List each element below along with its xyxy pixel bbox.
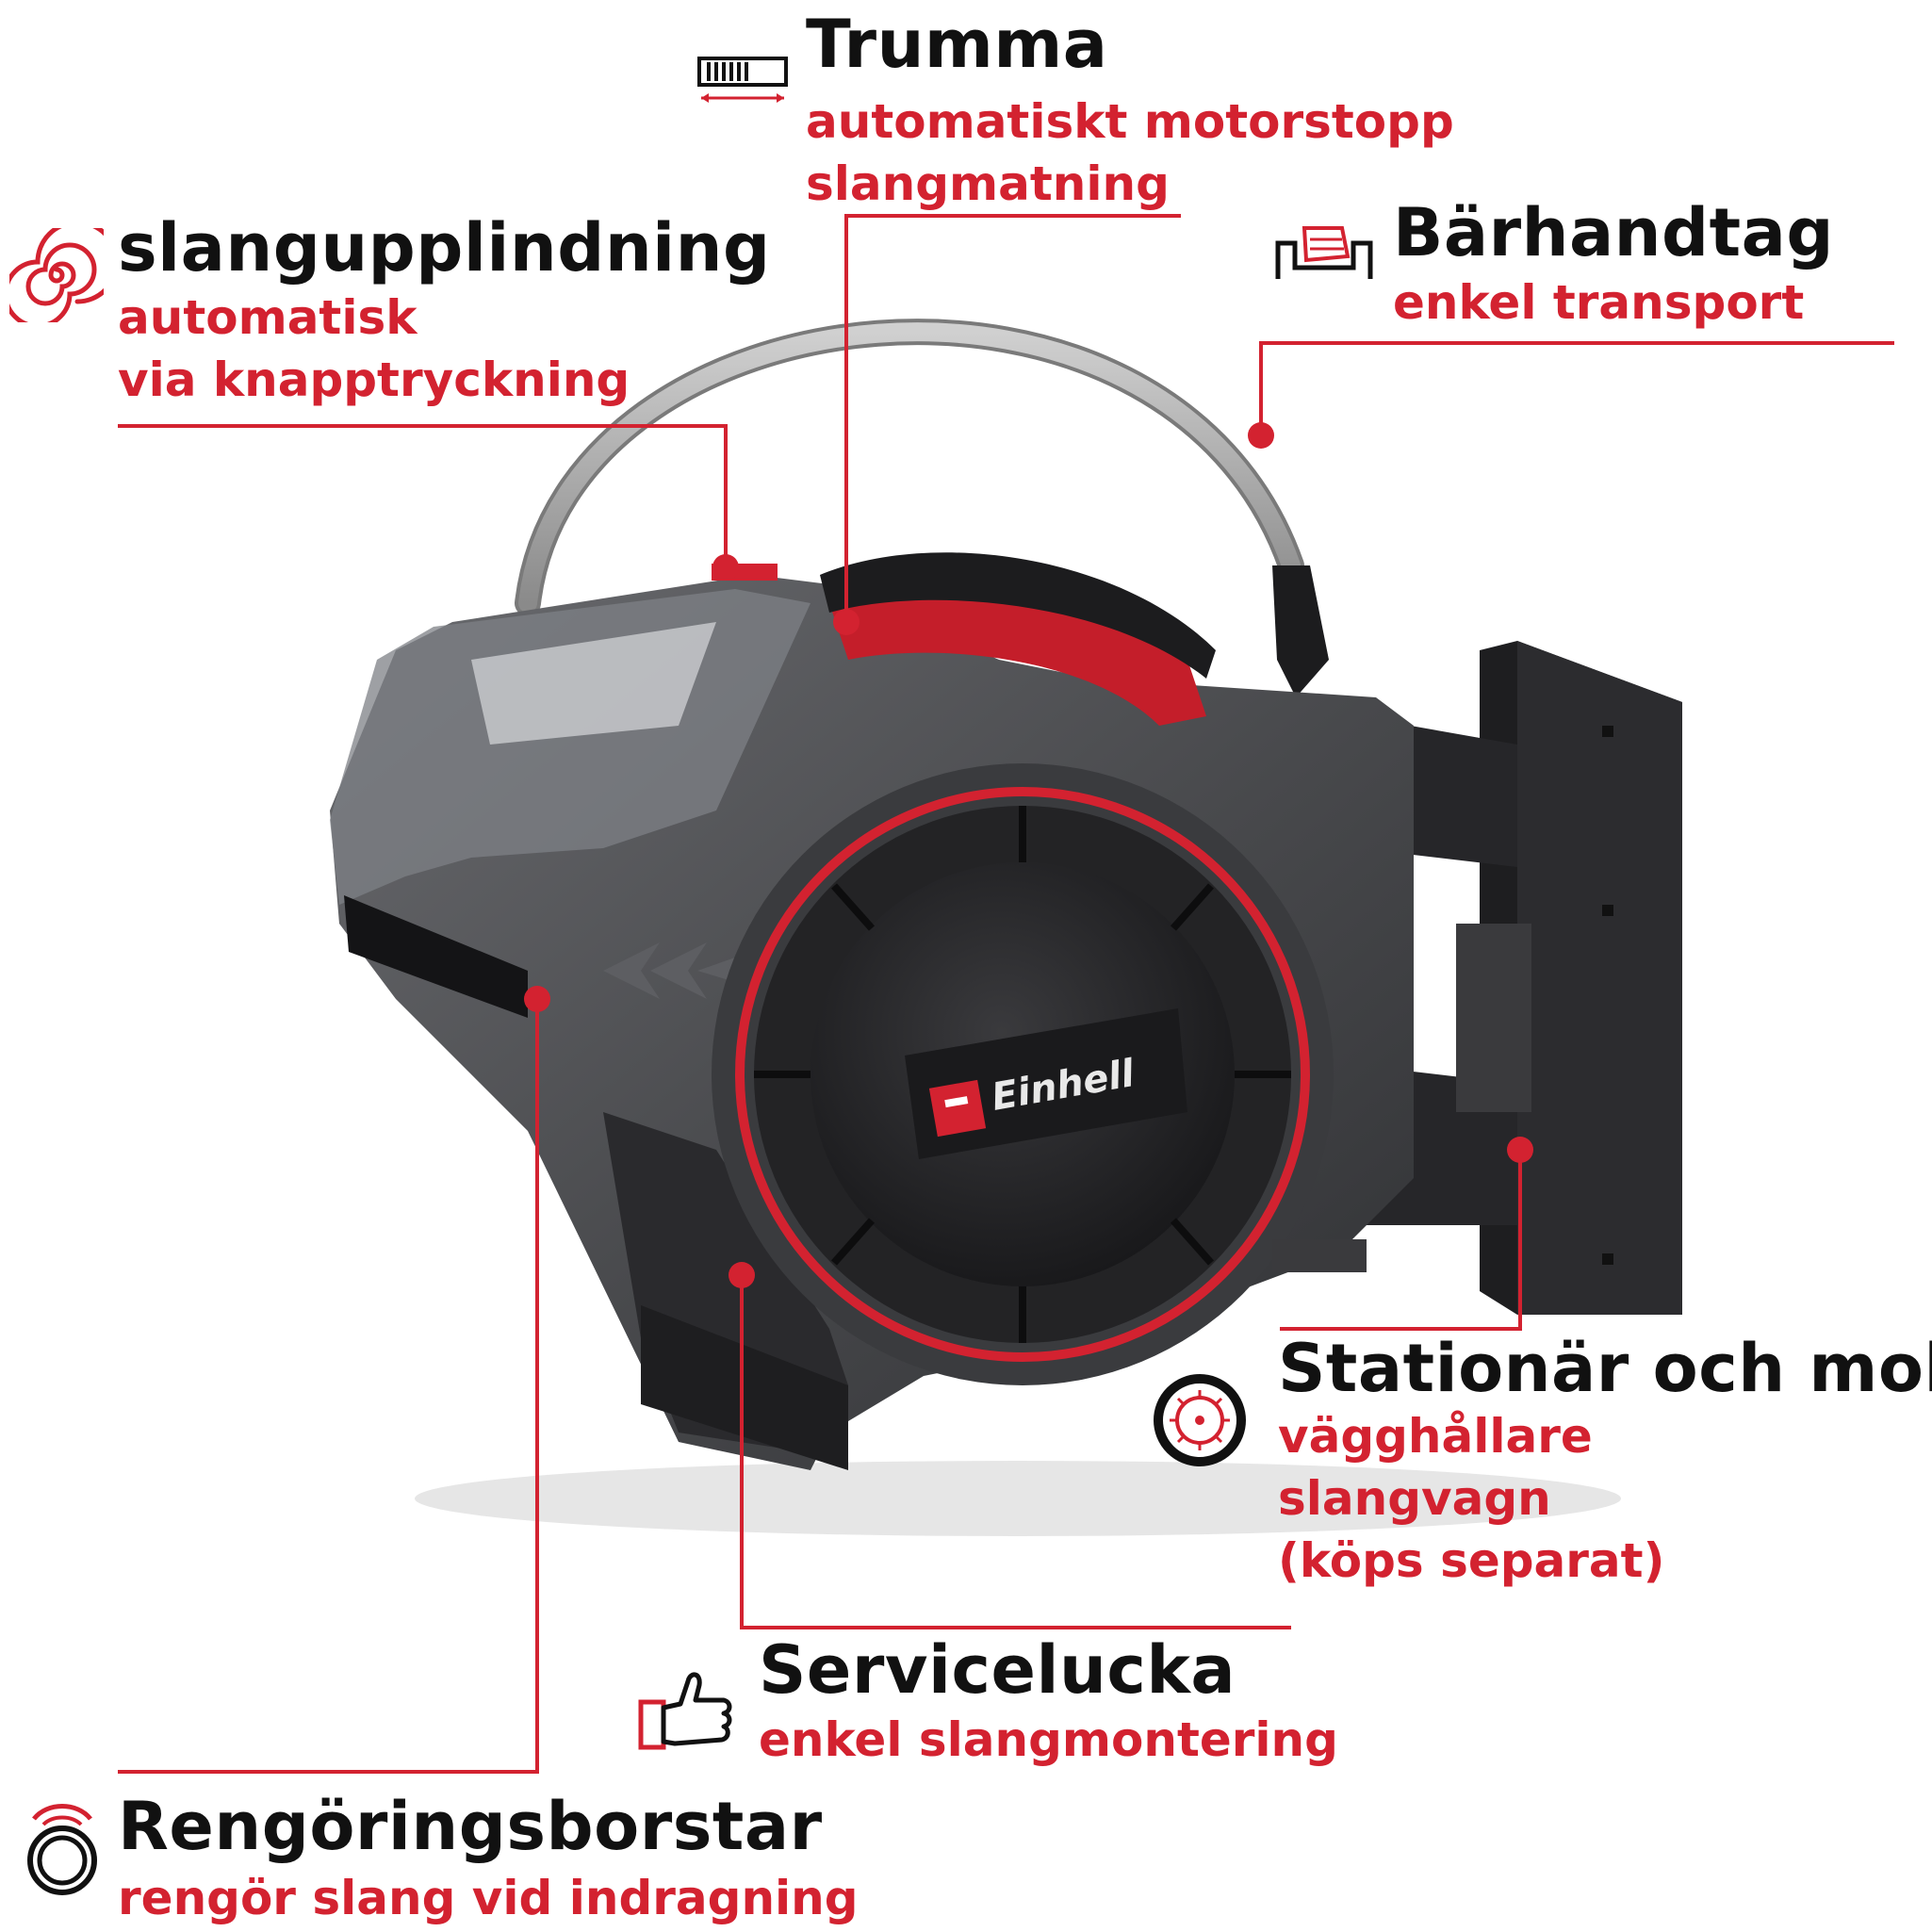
callout-slangupplindning-line-1: automatisk	[118, 290, 418, 345]
callout-trumma-line-1: automatiskt motorstopp	[806, 94, 1454, 149]
wheel-icon	[1153, 1373, 1247, 1467]
callout-servicelucka-title: Servicelucka	[759, 1631, 1236, 1709]
drum-level-icon	[696, 55, 790, 107]
callout-barhandtag: Bärhandtag enkel transport	[1393, 200, 1834, 334]
callout-stationar-title: Stationär och mobil	[1278, 1330, 1932, 1407]
thumbs-up-icon	[637, 1666, 735, 1751]
callout-trumma-line-2: slangmatning	[806, 156, 1170, 211]
callout-slangupplindning: slangupplindning automatisk via knapptry…	[118, 215, 771, 411]
callout-rengoringsborstar-title: Rengöringsborstar	[118, 1788, 823, 1865]
callout-barhandtag-line-1: enkel transport	[1393, 275, 1805, 330]
callout-slangupplindning-line-2: via knapptryckning	[118, 352, 630, 407]
drum-cover: Einhell	[712, 763, 1334, 1385]
callout-trumma-title: Trumma	[806, 6, 1108, 83]
carry-handle-icon	[1274, 222, 1374, 283]
callout-stationar-line-2: slangvagn	[1278, 1471, 1551, 1526]
brush-ring-icon	[25, 1798, 100, 1898]
callout-barhandtag-title: Bärhandtag	[1393, 194, 1834, 271]
callout-stationar-line-3: (köps separat)	[1278, 1533, 1665, 1588]
callout-rengoringsborstar: Rengöringsborstar rengör slang vid indra…	[118, 1793, 859, 1929]
callout-trumma: Trumma automatiskt motorstopp slangmatni…	[806, 11, 1454, 215]
callout-servicelucka-line-1: enkel slangmontering	[759, 1712, 1338, 1767]
callout-rengoringsborstar-line-1: rengör slang vid indragning	[118, 1871, 859, 1925]
spiral-icon	[9, 228, 104, 322]
callout-stationar-line-1: vägghållare	[1278, 1409, 1593, 1464]
callout-stationar: Stationär och mobil vägghållare slangvag…	[1278, 1335, 1932, 1592]
callout-slangupplindning-title: slangupplindning	[118, 209, 771, 287]
callout-servicelucka: Servicelucka enkel slangmontering	[759, 1637, 1338, 1771]
